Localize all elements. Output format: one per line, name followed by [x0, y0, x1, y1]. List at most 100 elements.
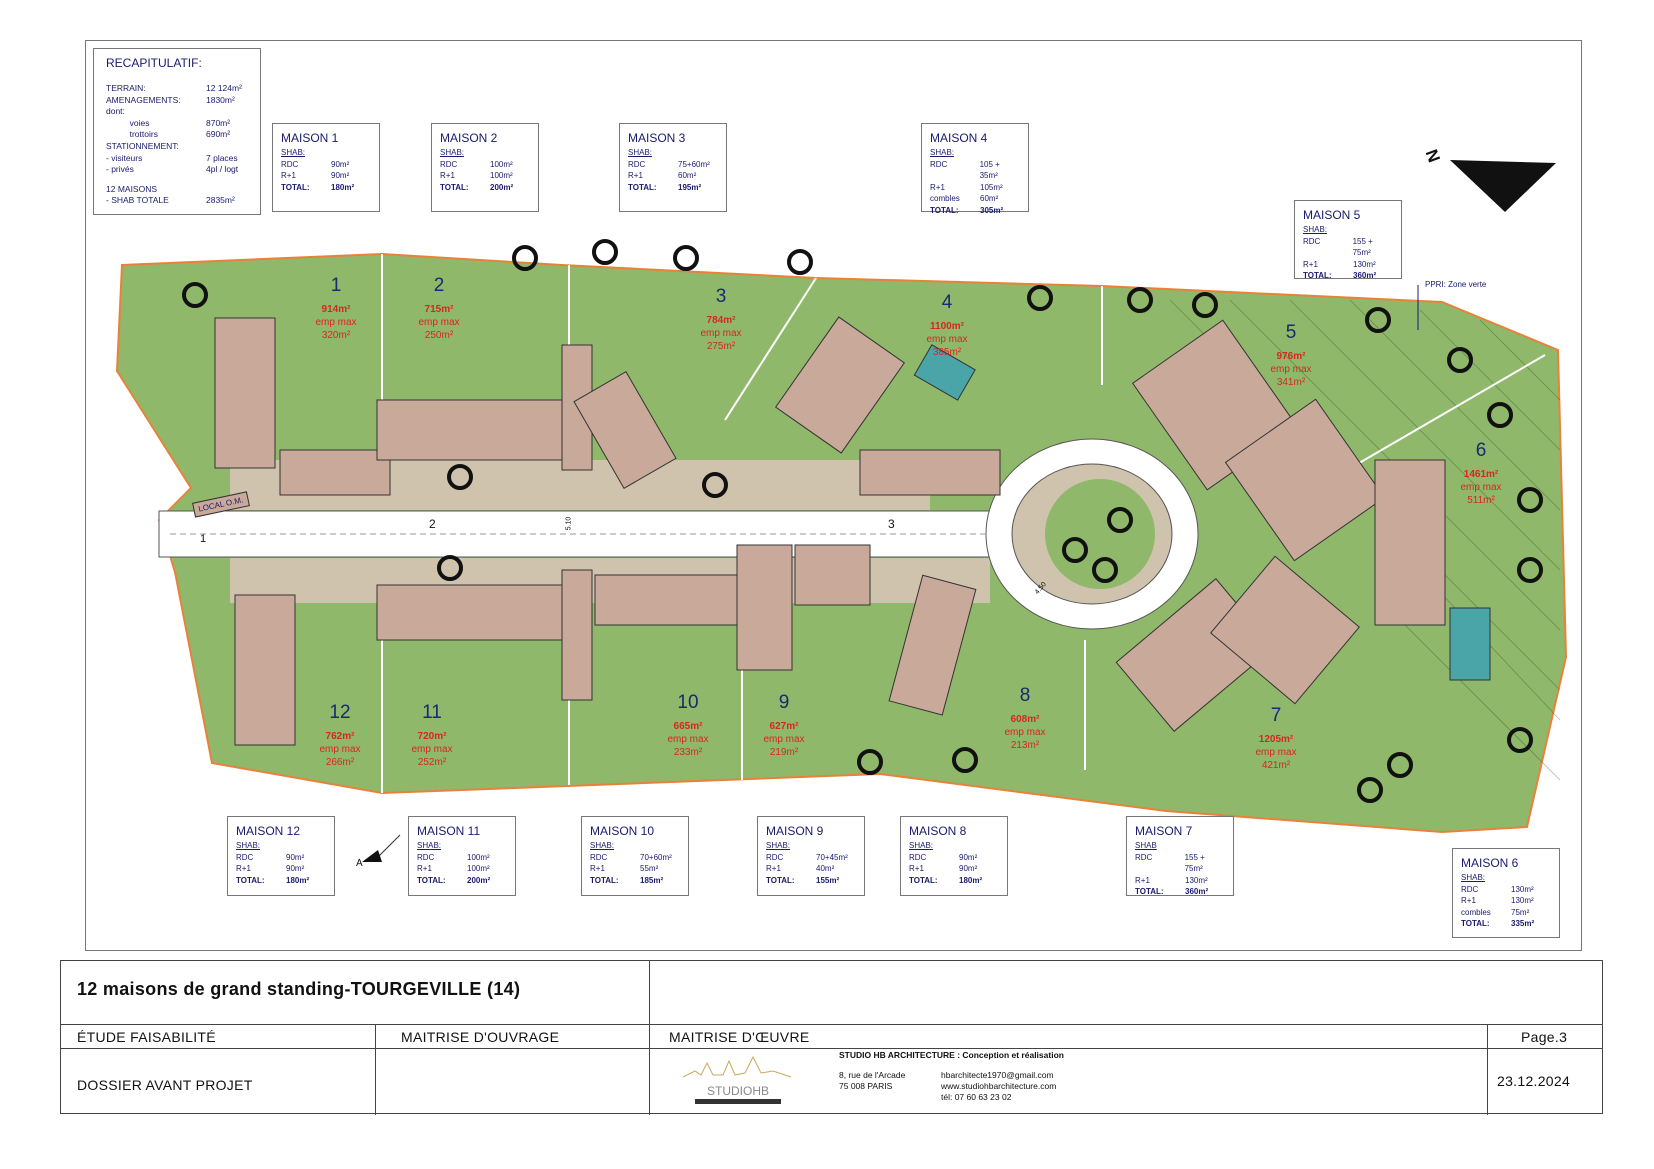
lot-footprint-area: 219m² — [769, 747, 799, 758]
lot-number: 6 — [1475, 440, 1487, 461]
project-title: 12 maisons de grand standing-TOURGEVILLE… — [77, 979, 521, 999]
surface-level: RDC — [909, 852, 927, 862]
total-value: 200m² — [467, 875, 491, 885]
total-label: TOTAL: — [628, 182, 657, 192]
recap-row-value: 690m² — [206, 129, 231, 140]
lot-number: 3 — [715, 286, 727, 307]
shab-label: SHAB: — [590, 841, 615, 850]
lot-footprint-area: 250m² — [424, 330, 454, 341]
drawing-frame — [85, 40, 1582, 951]
total-row: TOTAL:305m² — [930, 205, 1020, 217]
lot-footprint-area: 233m² — [673, 747, 703, 758]
lot-footprint-area: 511m² — [1467, 495, 1495, 506]
website-link[interactable]: www.studiohbarchitecture.com — [941, 1081, 1057, 1091]
recap-row-value: 12 124m² — [206, 83, 242, 93]
surface-level: RDC — [417, 852, 435, 862]
surface-level: R+1 — [1303, 259, 1318, 269]
house-title: MAISON 9 — [766, 824, 824, 838]
total-value: 180m² — [286, 875, 310, 885]
surface-value: 155 + 75m² — [1184, 852, 1205, 874]
lot-footprint-area: 421m² — [1261, 760, 1291, 771]
north-arrow — [1450, 160, 1556, 212]
lot-footprint-area: 275m² — [706, 341, 736, 352]
surface-level: R+1 — [1461, 896, 1476, 905]
lot-footprint-label: emp max — [418, 317, 460, 328]
trees — [182, 239, 1543, 803]
email-link[interactable]: hbarchitecte1970@gmail.com — [941, 1070, 1054, 1080]
recap-row: STATIONNEMENT: — [106, 141, 248, 153]
surface-level: RDC — [590, 852, 608, 862]
total-label: TOTAL: — [909, 875, 938, 885]
surface-level: R+1 — [440, 171, 455, 180]
recap-row-label: trottoirs — [106, 129, 158, 140]
studio-logo: STUDIOHB — [682, 1053, 793, 1108]
house-title: MAISON 4 — [930, 131, 988, 145]
surface-level: R+1 — [236, 864, 251, 873]
surface-value: 105m² — [980, 182, 1003, 192]
address-line-2: 75 008 PARIS — [839, 1081, 893, 1091]
lot-footprint-label: emp max — [1270, 364, 1312, 375]
total-value: 180m² — [331, 182, 355, 192]
recap-row-label — [106, 176, 206, 184]
surface-level: RDC — [766, 852, 784, 862]
shab-label: SHAB: — [440, 148, 465, 157]
surface-value: 100m² — [467, 864, 490, 873]
shab-label: SHAB: — [1303, 225, 1328, 234]
recap-row-label: voies — [106, 117, 150, 128]
recap-title: RECAPITULATIF: — [106, 56, 202, 70]
house-title: MAISON 3 — [628, 131, 686, 145]
lot-footprint-area: 252m² — [417, 757, 447, 768]
recap-row-value: 4pl / logt — [206, 164, 239, 175]
lot-number: 11 — [422, 702, 442, 723]
pool-6 — [1449, 607, 1491, 681]
total-value: 185m² — [640, 875, 664, 885]
document-date: 23.12.2024 — [1497, 1073, 1571, 1089]
road-mark-3: 3 — [888, 517, 895, 531]
skyline-logo-icon — [682, 1055, 792, 1078]
surface-level: R+1 — [909, 864, 924, 873]
total-value: 335m² — [1511, 919, 1535, 928]
surface-value: 130m² — [1511, 884, 1534, 894]
total-row: TOTAL:200m² — [440, 182, 530, 194]
recap-row: trottoirs 690m² — [106, 129, 248, 141]
total-label: TOTAL: — [417, 875, 446, 885]
lot-footprint-label: emp max — [319, 744, 361, 755]
total-value: 180m² — [959, 875, 983, 885]
lot-footprint-area: 266m² — [325, 757, 355, 768]
lot-area: 914m² — [321, 304, 351, 315]
house-title: MAISON 10 — [590, 824, 655, 838]
total-value: 195m² — [678, 182, 702, 192]
house-title: MAISON 2 — [440, 131, 498, 145]
recap-row-label: TERRAIN: — [106, 83, 146, 93]
surface-value: 90m² — [286, 852, 305, 862]
house-title: MAISON 1 — [281, 131, 339, 145]
recap-row-value: 1830m² — [206, 94, 235, 105]
total-label: TOTAL: — [766, 875, 795, 885]
road-mark-2: 2 — [429, 517, 436, 531]
recap-row: dont: — [106, 106, 248, 118]
surface-value: 70+45m² — [816, 852, 848, 862]
total-label: TOTAL: — [590, 875, 619, 885]
surface-value: 130m² — [1353, 259, 1376, 269]
